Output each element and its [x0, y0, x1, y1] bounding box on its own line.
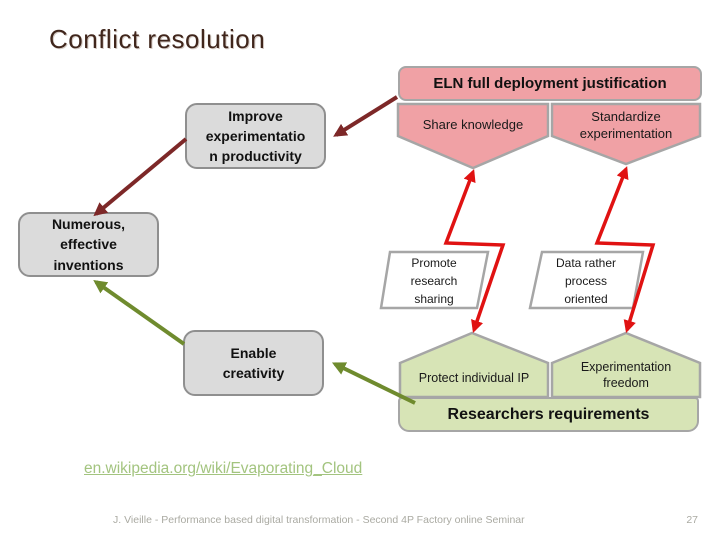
page-number: 27	[686, 514, 698, 526]
objective-box: ELN full deployment justification	[398, 66, 702, 101]
improve-productivity-box: Improve experimentatio n productivity	[185, 103, 326, 169]
promote-research-sharing-label: Promote research sharing	[410, 256, 458, 306]
slide-title: Conflict resolution	[49, 24, 266, 54]
protect-individual-ip-label: Protect individual IP	[418, 371, 530, 385]
share-knowledge-label: Share knowledge	[422, 116, 524, 132]
experimentation-freedom-label: Experimentation freedom	[580, 359, 672, 390]
standardize-experimentation-label: Standardize experimentation	[579, 109, 673, 141]
arrow-eln-to-improve	[333, 95, 399, 137]
numerous-inventions-box: Numerous, effective inventions	[18, 212, 159, 277]
data-rather-process-label: Data rather process oriented	[555, 256, 617, 306]
enable-creativity-box: Enable creativity	[183, 330, 324, 396]
wikipedia-link[interactable]: en.wikipedia.org/wiki/Evaporating_Cloud	[84, 460, 363, 477]
arrow-improve-to-numerous	[93, 137, 188, 217]
researchers-requirements-bar: Researchers requirements	[398, 397, 699, 432]
footer-text: J. Vieille - Performance based digital t…	[113, 514, 525, 526]
arrow-enable-to-numerous	[93, 280, 186, 346]
